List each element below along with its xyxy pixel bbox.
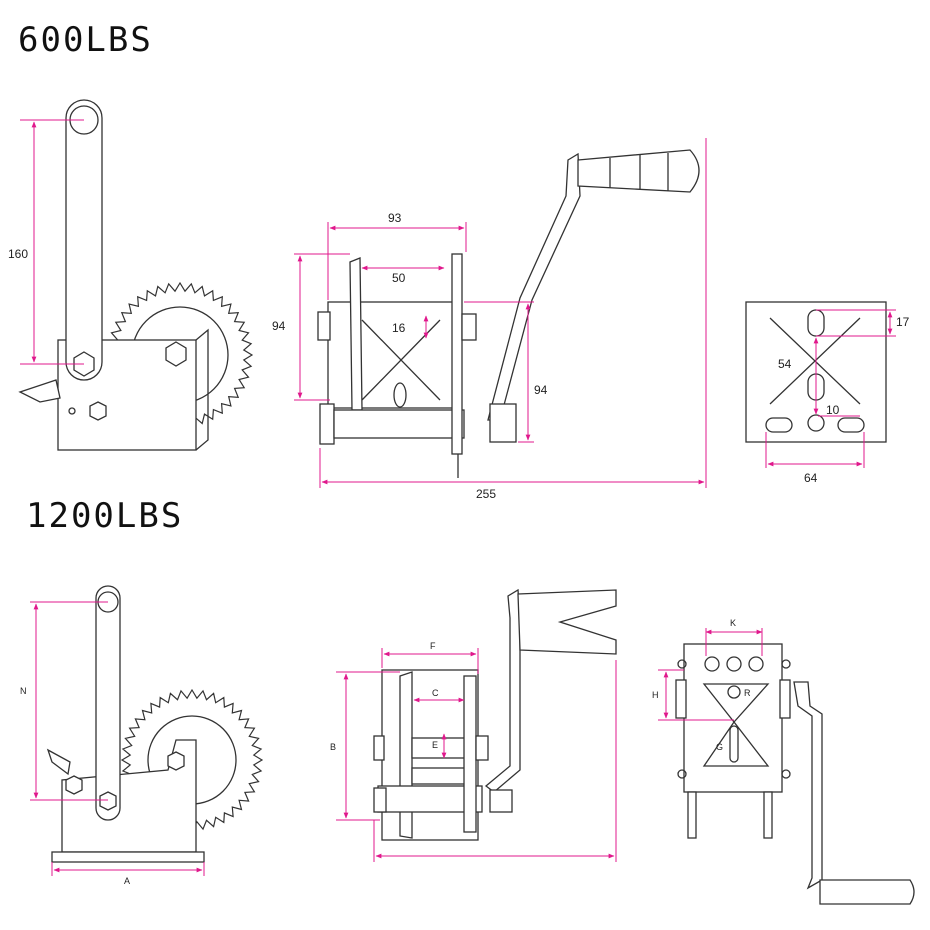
dim-slot-height: 17 — [896, 315, 910, 329]
title-600lbs: 600LBS — [18, 20, 153, 60]
leg-1200-a — [687, 791, 697, 839]
dim-F: F — [430, 641, 436, 651]
dim-G: G — [716, 742, 723, 752]
frame-600 — [327, 301, 459, 409]
pawl-600 — [18, 379, 61, 403]
dim-A: A — [124, 876, 130, 886]
rod-1200-a — [411, 737, 467, 759]
nut-1200-b — [489, 789, 513, 813]
pawl-1200 — [46, 748, 71, 776]
shaft-end-600-a — [317, 311, 331, 341]
side-plate-1200 — [399, 671, 413, 839]
title-1200lbs: 1200LBS — [26, 496, 184, 536]
dim-C: C — [432, 688, 439, 698]
crank-rear-1200 — [793, 681, 823, 890]
dim-B: B — [330, 742, 336, 752]
side-view-1200: N A — [20, 585, 264, 886]
bolt-600-c — [89, 401, 107, 421]
nut-1200-a — [475, 735, 489, 761]
nut-600-b — [489, 403, 517, 443]
crank-grip-600 — [577, 149, 700, 193]
gear-1200 — [120, 688, 264, 832]
bolt-1200-b — [65, 775, 83, 795]
gear-edge-1200 — [463, 675, 477, 833]
rod-1200-b — [411, 767, 467, 785]
dim-gap: 16 — [392, 321, 406, 335]
dim-drum-width: 93 — [388, 211, 402, 225]
crank-grip-1200 — [517, 589, 617, 655]
dim-H: H — [652, 690, 659, 700]
hole-600 — [68, 407, 76, 415]
side-view-600: 160 — [8, 99, 254, 451]
x-cutout-1200 — [702, 683, 770, 767]
handle-arm-1200 — [95, 585, 121, 821]
dim-plate-height: 54 — [778, 357, 792, 371]
bolt-1200-a — [99, 791, 117, 811]
front-view-1200: F C B E — [330, 588, 617, 862]
base-foot-1200 — [51, 851, 205, 863]
dim-height-left: 94 — [272, 319, 286, 333]
dim-N: N — [20, 686, 27, 696]
nut-600-a — [461, 313, 477, 341]
shaft-right-1200 — [779, 679, 791, 719]
shaft-end-600-b — [319, 403, 335, 445]
dim-K: K — [730, 618, 736, 628]
rear-view-1200: K H R G — [652, 618, 915, 905]
bolt-1200-c — [167, 751, 185, 771]
gear-edge-600 — [451, 253, 463, 455]
shaft-end-1200-b — [373, 787, 387, 813]
bolt-600-b — [165, 341, 187, 367]
dim-R: R — [744, 688, 751, 698]
dim-inner-width: 50 — [392, 271, 406, 285]
dim-total-length: 255 — [476, 487, 496, 501]
plate-1200 — [683, 643, 783, 793]
crank-arm-600 — [487, 152, 581, 421]
leg-1200-b — [763, 791, 773, 839]
handle-arm-600 — [65, 99, 103, 381]
shaft-end-1200-a — [373, 735, 385, 761]
dim-hole: 10 — [826, 403, 840, 417]
drum-600 — [333, 409, 465, 439]
dim-height-right: 94 — [534, 383, 548, 397]
front-view-600: 93 50 94 16 94 255 — [272, 138, 707, 501]
side-plate-600 — [349, 257, 363, 411]
crank-grip-rear-1200 — [819, 879, 915, 905]
housing-edge-600 — [195, 328, 209, 451]
base-plate-600: 17 54 10 64 — [745, 301, 910, 485]
shaft-left-1200 — [675, 679, 687, 719]
crank-arm-1200 — [484, 588, 521, 793]
dim-hole-spacing: 64 — [804, 471, 818, 485]
dim-E: E — [432, 740, 438, 750]
dim-handle-height: 160 — [8, 247, 28, 261]
